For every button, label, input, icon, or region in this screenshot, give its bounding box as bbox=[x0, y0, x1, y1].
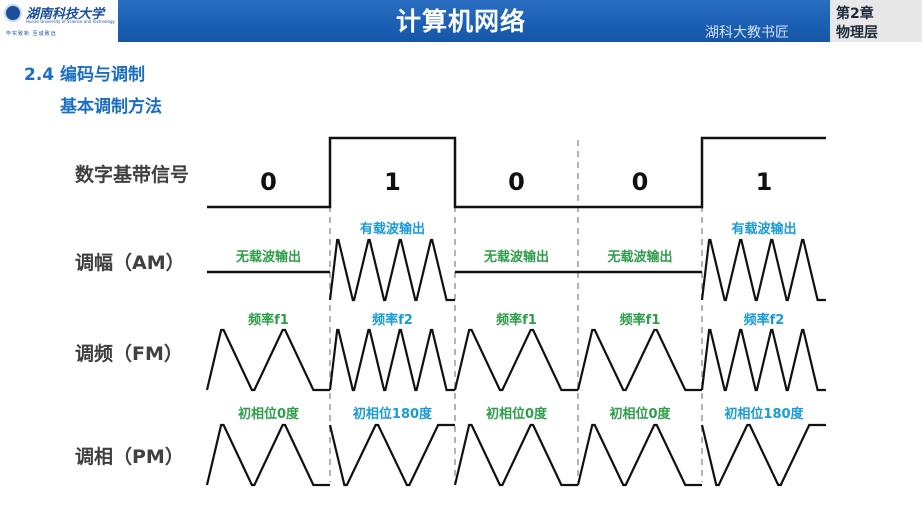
pm-segment-label: 初相位0度 bbox=[238, 406, 300, 422]
subsection-title: 基本调制方法 bbox=[60, 97, 162, 117]
bit-value-label: 0 bbox=[508, 168, 525, 196]
pm-waveform bbox=[328, 423, 455, 487]
am-segment-label: 无载波输出 bbox=[606, 249, 672, 265]
fm-waveform bbox=[576, 328, 702, 392]
fm-waveform bbox=[700, 328, 826, 392]
am-segment-label: 无载波输出 bbox=[235, 249, 301, 265]
am-segment-label: 有载波输出 bbox=[731, 221, 796, 237]
am-segment-label: 无载波输出 bbox=[483, 249, 549, 265]
fm-segment-label: 频率f1 bbox=[620, 312, 661, 328]
fm-segment-label: 频率f1 bbox=[248, 312, 289, 328]
label-fm: 调频（FM） bbox=[75, 343, 183, 365]
logo-subtext: Hunan University of Science and Technolo… bbox=[26, 19, 115, 24]
fm-waveform bbox=[205, 328, 330, 392]
label-am: 调幅（AM） bbox=[75, 252, 185, 274]
logo-name: 湖南科技大学 bbox=[26, 7, 105, 22]
am-segment-label: 有载波输出 bbox=[360, 221, 425, 237]
pm-waveform bbox=[205, 423, 330, 487]
bit-value-label: 0 bbox=[260, 168, 277, 196]
fm-segment-label: 频率f1 bbox=[496, 312, 537, 328]
university-logo: 湖南科技大学 Hunan University of Science and T… bbox=[0, 0, 118, 42]
fm-waveform bbox=[328, 328, 455, 392]
fm-segment-label: 频率f2 bbox=[372, 312, 413, 328]
section-title: 2.4 编码与调制 bbox=[24, 65, 146, 85]
digital-signal-waveform bbox=[207, 136, 826, 209]
pm-segment-label: 初相位0度 bbox=[609, 406, 671, 422]
slide-header: 湖南科技大学 Hunan University of Science and T… bbox=[0, 0, 922, 42]
pm-waveform bbox=[700, 423, 826, 487]
bit-value-label: 0 bbox=[632, 168, 649, 196]
chapter-badge bbox=[830, 0, 922, 42]
logo-motto: 毕实致新 至诚致远 bbox=[6, 31, 57, 37]
am-carrier-waveform bbox=[328, 238, 455, 302]
label-pm: 调相（PM） bbox=[75, 446, 184, 468]
fm-segment-label: 频率f2 bbox=[744, 312, 785, 328]
chapter-name: 物理层 bbox=[836, 25, 878, 41]
pm-waveform bbox=[453, 423, 578, 487]
pm-waveform bbox=[576, 423, 702, 487]
pm-segment-label: 初相位180度 bbox=[724, 406, 804, 422]
label-digital-baseband: 数字基带信号 bbox=[75, 164, 190, 186]
am-carrier-waveform bbox=[700, 238, 826, 302]
university-emblem-icon bbox=[4, 4, 22, 22]
chapter-number: 第2章 bbox=[836, 6, 874, 22]
watermark: 湖科大教书匠 bbox=[705, 25, 789, 41]
bit-value-label: 1 bbox=[756, 168, 773, 196]
pm-segment-label: 初相位0度 bbox=[486, 406, 548, 422]
course-title: 计算机网络 bbox=[395, 7, 526, 36]
pm-segment-label: 初相位180度 bbox=[353, 406, 433, 422]
bit-value-label: 1 bbox=[384, 168, 401, 196]
fm-waveform bbox=[453, 328, 578, 392]
